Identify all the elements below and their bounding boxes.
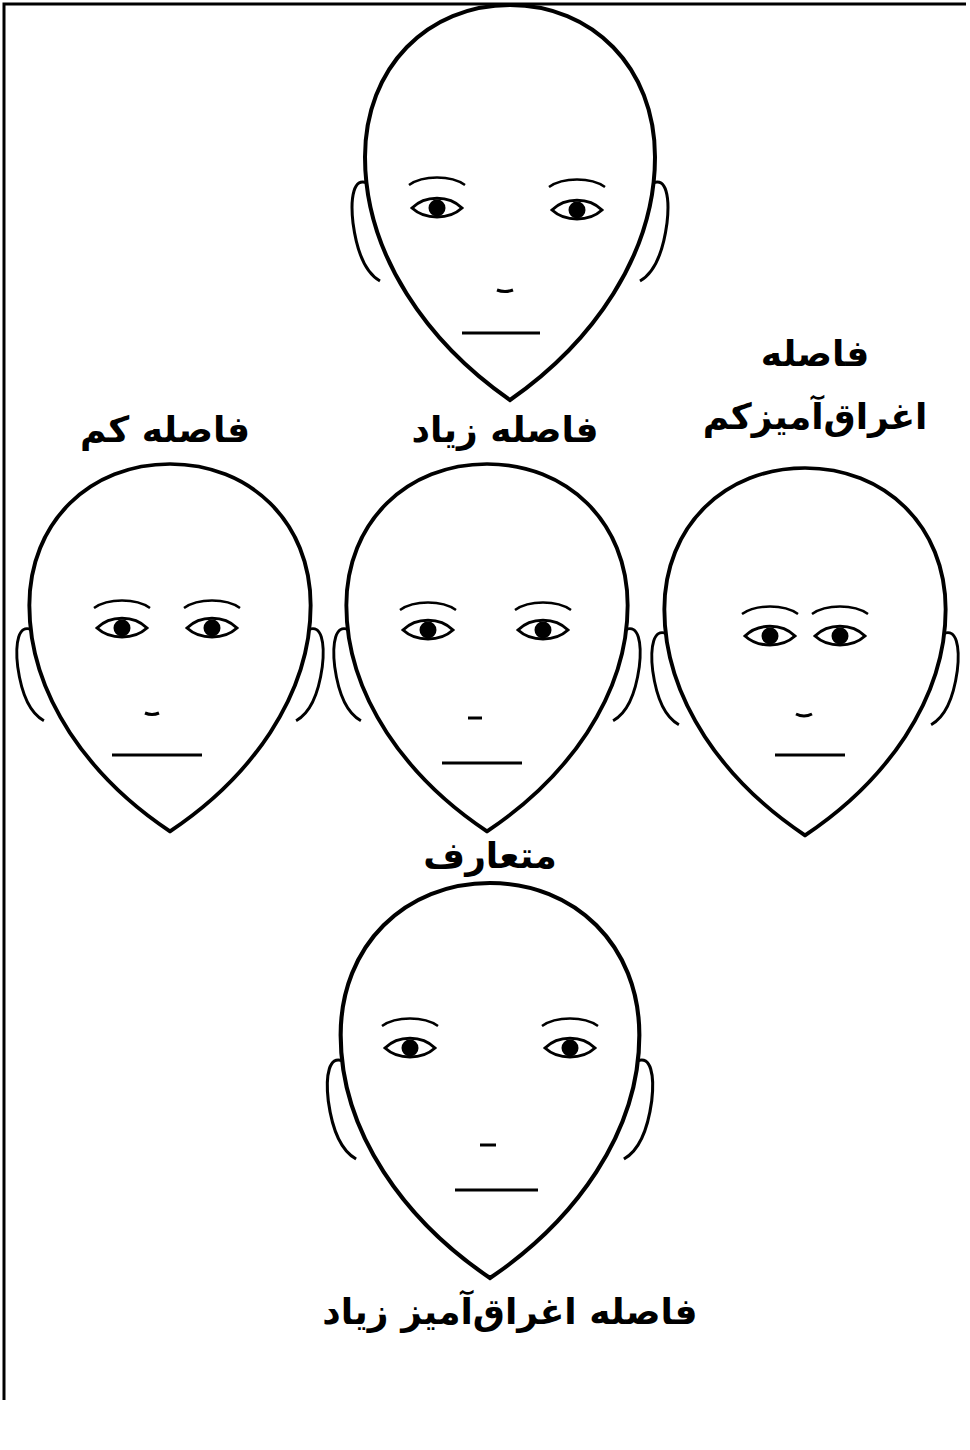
- spacing-label: فاصله اغراق‌آمیزکم: [690, 322, 940, 448]
- face-normal: [334, 464, 640, 831]
- face-very-wide: [327, 883, 652, 1278]
- spacing-label: فاصله زیاد: [355, 408, 655, 451]
- face-close: [17, 464, 323, 831]
- spacing-label: متعارف: [340, 834, 640, 877]
- face-wide: [352, 5, 668, 400]
- face-very-close: [652, 468, 958, 835]
- spacing-label: فاصله اغراق‌آمیز زیاد: [210, 1290, 810, 1333]
- frame-line: [4, 4, 966, 1400]
- spacing-label: فاصله کم: [20, 408, 310, 451]
